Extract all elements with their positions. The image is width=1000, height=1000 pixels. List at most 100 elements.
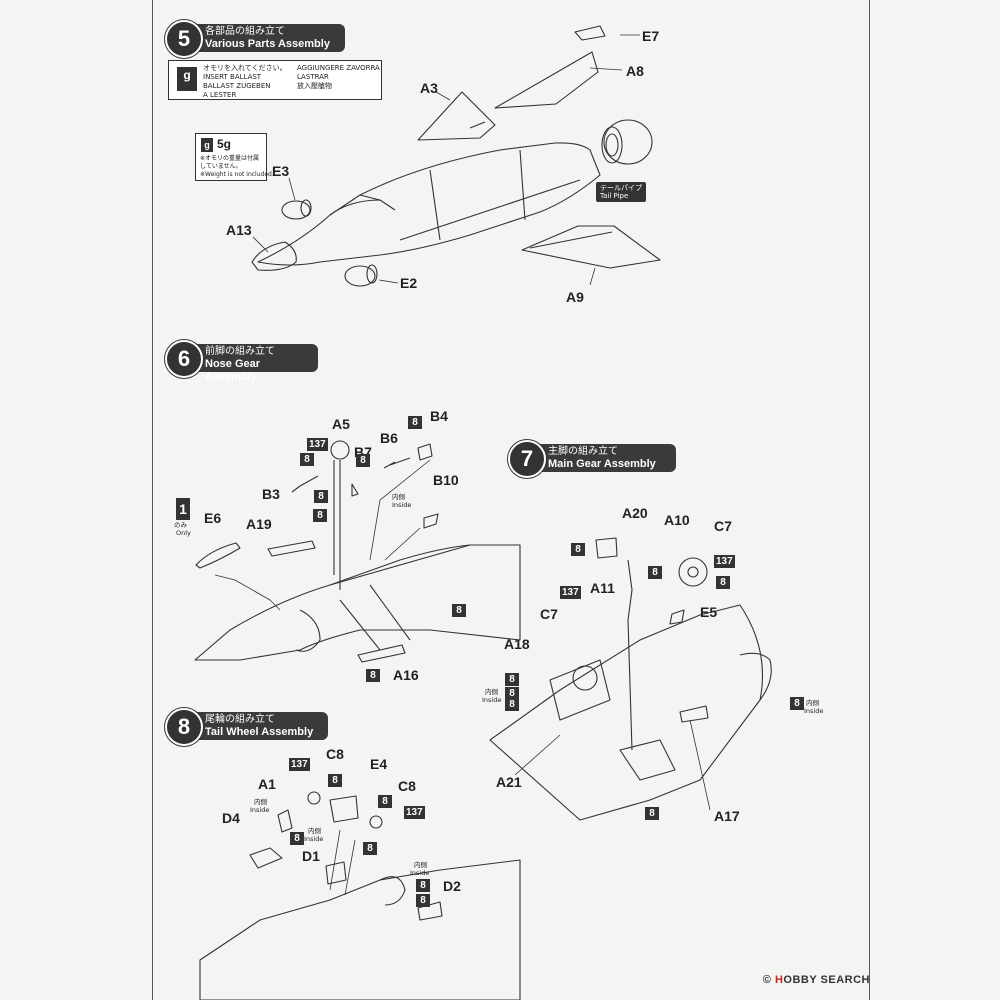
- part-a20: [595, 537, 618, 559]
- part-a5: [330, 440, 350, 460]
- label-a17: A17: [714, 808, 740, 824]
- paint-badge: 8: [416, 894, 430, 907]
- label-d2: D2: [443, 878, 461, 894]
- wheel-c7-installed: [572, 665, 598, 691]
- label-a21: A21: [496, 774, 522, 790]
- paint-badge: 8: [314, 490, 328, 503]
- part-e5: [669, 609, 685, 625]
- well-a18: [549, 659, 611, 721]
- label-c7-left: C7: [540, 606, 558, 622]
- paint-badge: 137: [714, 555, 735, 568]
- part-c8-left: [307, 791, 321, 805]
- paint-badge: 137: [404, 806, 425, 819]
- inside-jp: 内側: [392, 493, 405, 501]
- paint-badge: 8: [505, 673, 519, 686]
- part-d1: [325, 861, 347, 885]
- step-7-title-bar: 主脚の組み立て Main Gear Assembly: [526, 444, 676, 472]
- inside-en: Inside: [482, 696, 502, 704]
- label-a5: A5: [332, 416, 350, 432]
- label-e7: E7: [642, 28, 660, 44]
- watermark-brand-initial: H: [774, 974, 784, 986]
- right-border: [869, 0, 870, 1000]
- left-border: [152, 0, 153, 1000]
- paint-badge: 137: [307, 438, 328, 451]
- part-d2: [417, 901, 443, 921]
- label-e5: E5: [700, 604, 718, 620]
- tail-pipe-en: Tail Pipe: [600, 192, 629, 200]
- step-7-title-en: Main Gear Assembly: [548, 458, 656, 470]
- hobby-search-watermark: © HOBBY SEARCH: [763, 974, 870, 986]
- step6-fuselage: [194, 544, 521, 661]
- step-8-title-bar: 尾輪の組み立て Tail Wheel Assembly: [183, 712, 328, 740]
- weight-note-en: ※Weight is not included.: [200, 171, 274, 178]
- wing-a9: [521, 225, 661, 269]
- step8-fuselage: [199, 859, 521, 1000]
- ballast-line: 放入壓艙物: [297, 82, 332, 90]
- label-d1: D1: [302, 848, 320, 864]
- part-b3: [291, 475, 319, 493]
- step-6-number: 6: [165, 340, 203, 378]
- ballast-line: LASTRAR: [297, 73, 329, 81]
- only-en: Only: [176, 529, 191, 537]
- label-e2: E2: [400, 275, 418, 291]
- step-5-number: 5: [165, 20, 203, 58]
- step5-fuselage: [257, 142, 601, 266]
- step-5-header: 各部品の組み立て Various Parts Assembly 5: [165, 20, 345, 58]
- paint-badge: 137: [560, 586, 581, 599]
- tail-pipe-jp: テールパイプ: [600, 184, 642, 192]
- label-a10: A10: [664, 512, 690, 528]
- intake-e3: [281, 200, 311, 220]
- label-a8: A8: [626, 63, 644, 79]
- strut-a11: [627, 559, 633, 751]
- label-b4: B4: [430, 408, 448, 424]
- step-6-header: 前脚の組み立て Nose Gear Assembly 6: [165, 340, 325, 383]
- label-c7-top: C7: [714, 518, 732, 534]
- ballast-line: A LESTER: [203, 91, 237, 99]
- watermark-copyright: ©: [762, 974, 772, 986]
- label-a13: A13: [226, 222, 252, 238]
- ballast-text-col2: AGGIUNGERE ZAVORRA LASTRAR 放入壓艙物: [297, 64, 380, 91]
- label-a3: A3: [420, 80, 438, 96]
- part-c8-right: [369, 815, 383, 829]
- fin-a3: [417, 91, 496, 141]
- step-6-title-jp: 前脚の組み立て: [205, 346, 275, 357]
- weight-note-jp: ※オモリの重量は付属していません。: [200, 155, 260, 170]
- part-b10: [423, 513, 439, 529]
- paint-badge: 8: [356, 454, 370, 467]
- step-8-title-jp: 尾輪の組み立て: [205, 714, 275, 725]
- label-a9: A9: [566, 289, 584, 305]
- paint-badge: 8: [571, 543, 585, 556]
- weight-value: 5g: [217, 137, 232, 151]
- paint-badge: 8: [645, 807, 659, 820]
- label-a20: A20: [622, 505, 648, 521]
- label-a1: A1: [258, 776, 276, 792]
- label-b3: B3: [262, 486, 280, 502]
- inside-jp: 内側: [485, 688, 498, 696]
- paint-badge: 8: [716, 576, 730, 589]
- ballast-weight-icon: g: [177, 67, 197, 91]
- step-6-title-bar: 前脚の組み立て Nose Gear Assembly: [183, 344, 318, 383]
- ballast-notice: g オモリを入れてください。 INSERT BALLAST BALLAST ZU…: [168, 60, 382, 100]
- step-7-number: 7: [508, 440, 546, 478]
- inside-en: Inside: [304, 835, 324, 843]
- paint-badge: 8: [366, 669, 380, 682]
- only-1-badge: 1: [176, 498, 190, 520]
- inside-en: Inside: [250, 806, 270, 814]
- paint-badge: 8: [505, 698, 519, 711]
- label-b10: B10: [433, 472, 459, 488]
- step-8-header: 尾輪の組み立て Tail Wheel Assembly 8: [165, 708, 328, 746]
- intake-e2: [344, 265, 376, 287]
- part-a1: [277, 809, 293, 833]
- inside-en: Inside: [410, 869, 430, 877]
- door-a17: [679, 705, 709, 723]
- label-a19: A19: [246, 516, 272, 532]
- instruction-page: [152, 0, 870, 1000]
- paint-badge: 8: [300, 453, 314, 466]
- inside-jp: 内側: [414, 861, 427, 869]
- paint-badge: 8: [416, 879, 430, 892]
- part-e4: [329, 795, 359, 823]
- label-b6: B6: [380, 430, 398, 446]
- step-5-title-bar: 各部品の組み立て Various Parts Assembly: [183, 24, 345, 52]
- paint-badge: 8: [408, 416, 422, 429]
- part-e6: [195, 542, 241, 569]
